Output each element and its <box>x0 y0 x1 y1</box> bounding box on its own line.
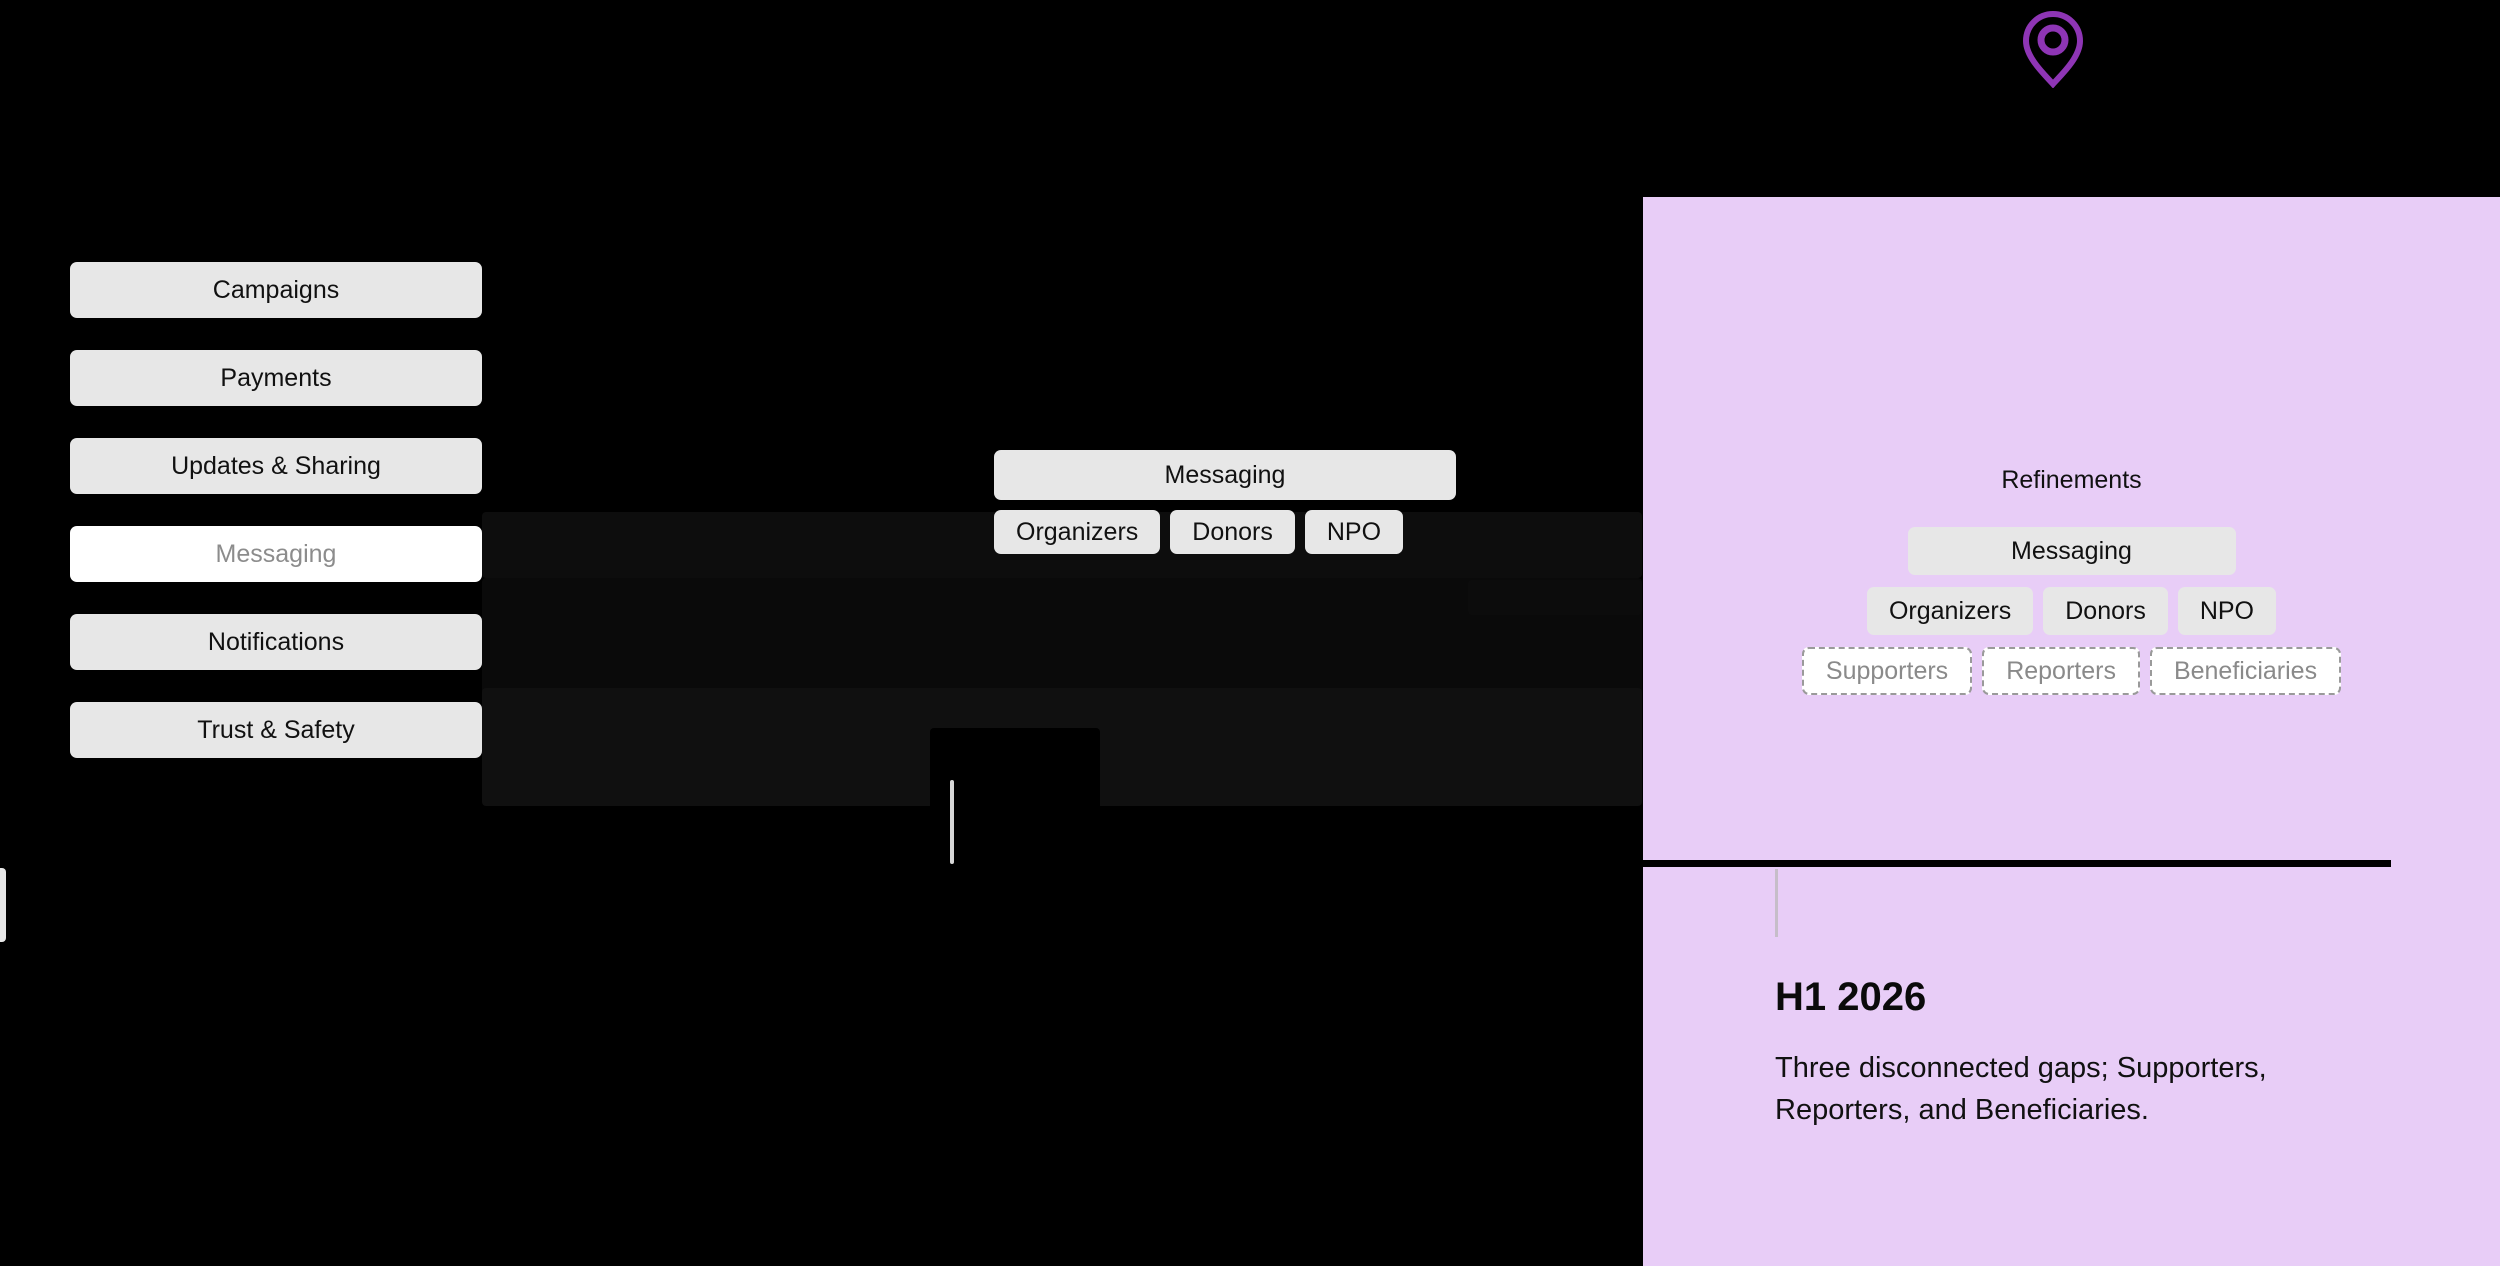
refinements-gap-row: Supporters Reporters Beneficiaries <box>1801 647 2342 695</box>
center-chip-npo[interactable]: NPO <box>1304 510 1404 554</box>
location-pin-icon <box>2018 8 2088 89</box>
edge-marker-left <box>0 868 6 942</box>
refinements-chip-organizers[interactable]: Organizers <box>1866 587 2034 635</box>
refinements-panel: Refinements Messaging Organizers Donors … <box>1643 197 2500 1266</box>
refinements-chip-label: Organizers <box>1888 596 2012 625</box>
nav-item-label: Trust & Safety <box>197 715 355 744</box>
left-nav: Campaigns Payments Updates & Sharing Mes… <box>70 262 482 758</box>
center-chip-organizers[interactable]: Organizers <box>994 510 1161 554</box>
footer-heading: H1 2026 <box>1775 975 1927 1019</box>
refinements-title: Refinements <box>2001 466 2142 494</box>
panel-tick-mark <box>1775 869 1778 937</box>
center-chip-donors[interactable]: Donors <box>1170 510 1295 554</box>
refinements-gap-chip-label: Beneficiaries <box>2173 656 2318 685</box>
divider-vertical-center <box>950 780 954 864</box>
refinements-gap-chip-supporters[interactable]: Supporters <box>1801 647 1973 695</box>
center-chip-label: NPO <box>1326 517 1382 546</box>
background-block-dark <box>930 728 1100 858</box>
center-chip-label: Donors <box>1192 517 1273 546</box>
refinements-chip-npo[interactable]: NPO <box>2177 587 2277 635</box>
refinements-gap-chip-reporters[interactable]: Reporters <box>1982 647 2140 695</box>
refinements-gap-chip-beneficiaries[interactable]: Beneficiaries <box>2149 647 2342 695</box>
refinements-existing-row: Organizers Donors NPO <box>1866 587 2277 635</box>
nav-item-trust-and-safety[interactable]: Trust & Safety <box>70 702 482 758</box>
nav-item-label: Payments <box>220 363 332 392</box>
center-group-chip-row: Organizers Donors NPO <box>994 510 1456 554</box>
panel-divider <box>1643 860 2391 867</box>
refinements-chip-stack: Messaging Organizers Donors NPO Supporte… <box>1643 527 2500 695</box>
refinements-heading-chip[interactable]: Messaging <box>1907 527 2236 575</box>
nav-item-payments[interactable]: Payments <box>70 350 482 406</box>
nav-item-label: Campaigns <box>212 275 340 304</box>
center-chip-label: Organizers <box>1016 517 1139 546</box>
nav-item-label: Messaging <box>215 539 337 568</box>
panel-footer: H1 2026 Three disconnected gaps; Support… <box>1775 975 2415 1131</box>
refinements-chip-donors[interactable]: Donors <box>2043 587 2168 635</box>
refinements-chip-label: Donors <box>2065 596 2146 625</box>
center-group-heading-label: Messaging <box>1164 460 1286 489</box>
refinements-gap-chip-label: Supporters <box>1825 656 1949 685</box>
footer-body: Three disconnected gaps; Supporters, Rep… <box>1775 1052 2267 1127</box>
nav-item-label: Notifications <box>207 627 345 656</box>
nav-item-label: Updates & Sharing <box>171 451 381 480</box>
center-messaging-group: Messaging Organizers Donors NPO <box>994 450 1456 554</box>
nav-item-updates-and-sharing[interactable]: Updates & Sharing <box>70 438 482 494</box>
refinements-gap-chip-label: Reporters <box>2006 656 2116 685</box>
background-strip-right <box>1468 580 1642 615</box>
center-group-heading[interactable]: Messaging <box>994 450 1456 500</box>
nav-item-messaging[interactable]: Messaging <box>70 526 482 582</box>
refinements-heading-chip-label: Messaging <box>2011 536 2132 565</box>
nav-item-notifications[interactable]: Notifications <box>70 614 482 670</box>
nav-item-campaigns[interactable]: Campaigns <box>70 262 482 318</box>
refinements-chip-label: NPO <box>2199 596 2255 625</box>
